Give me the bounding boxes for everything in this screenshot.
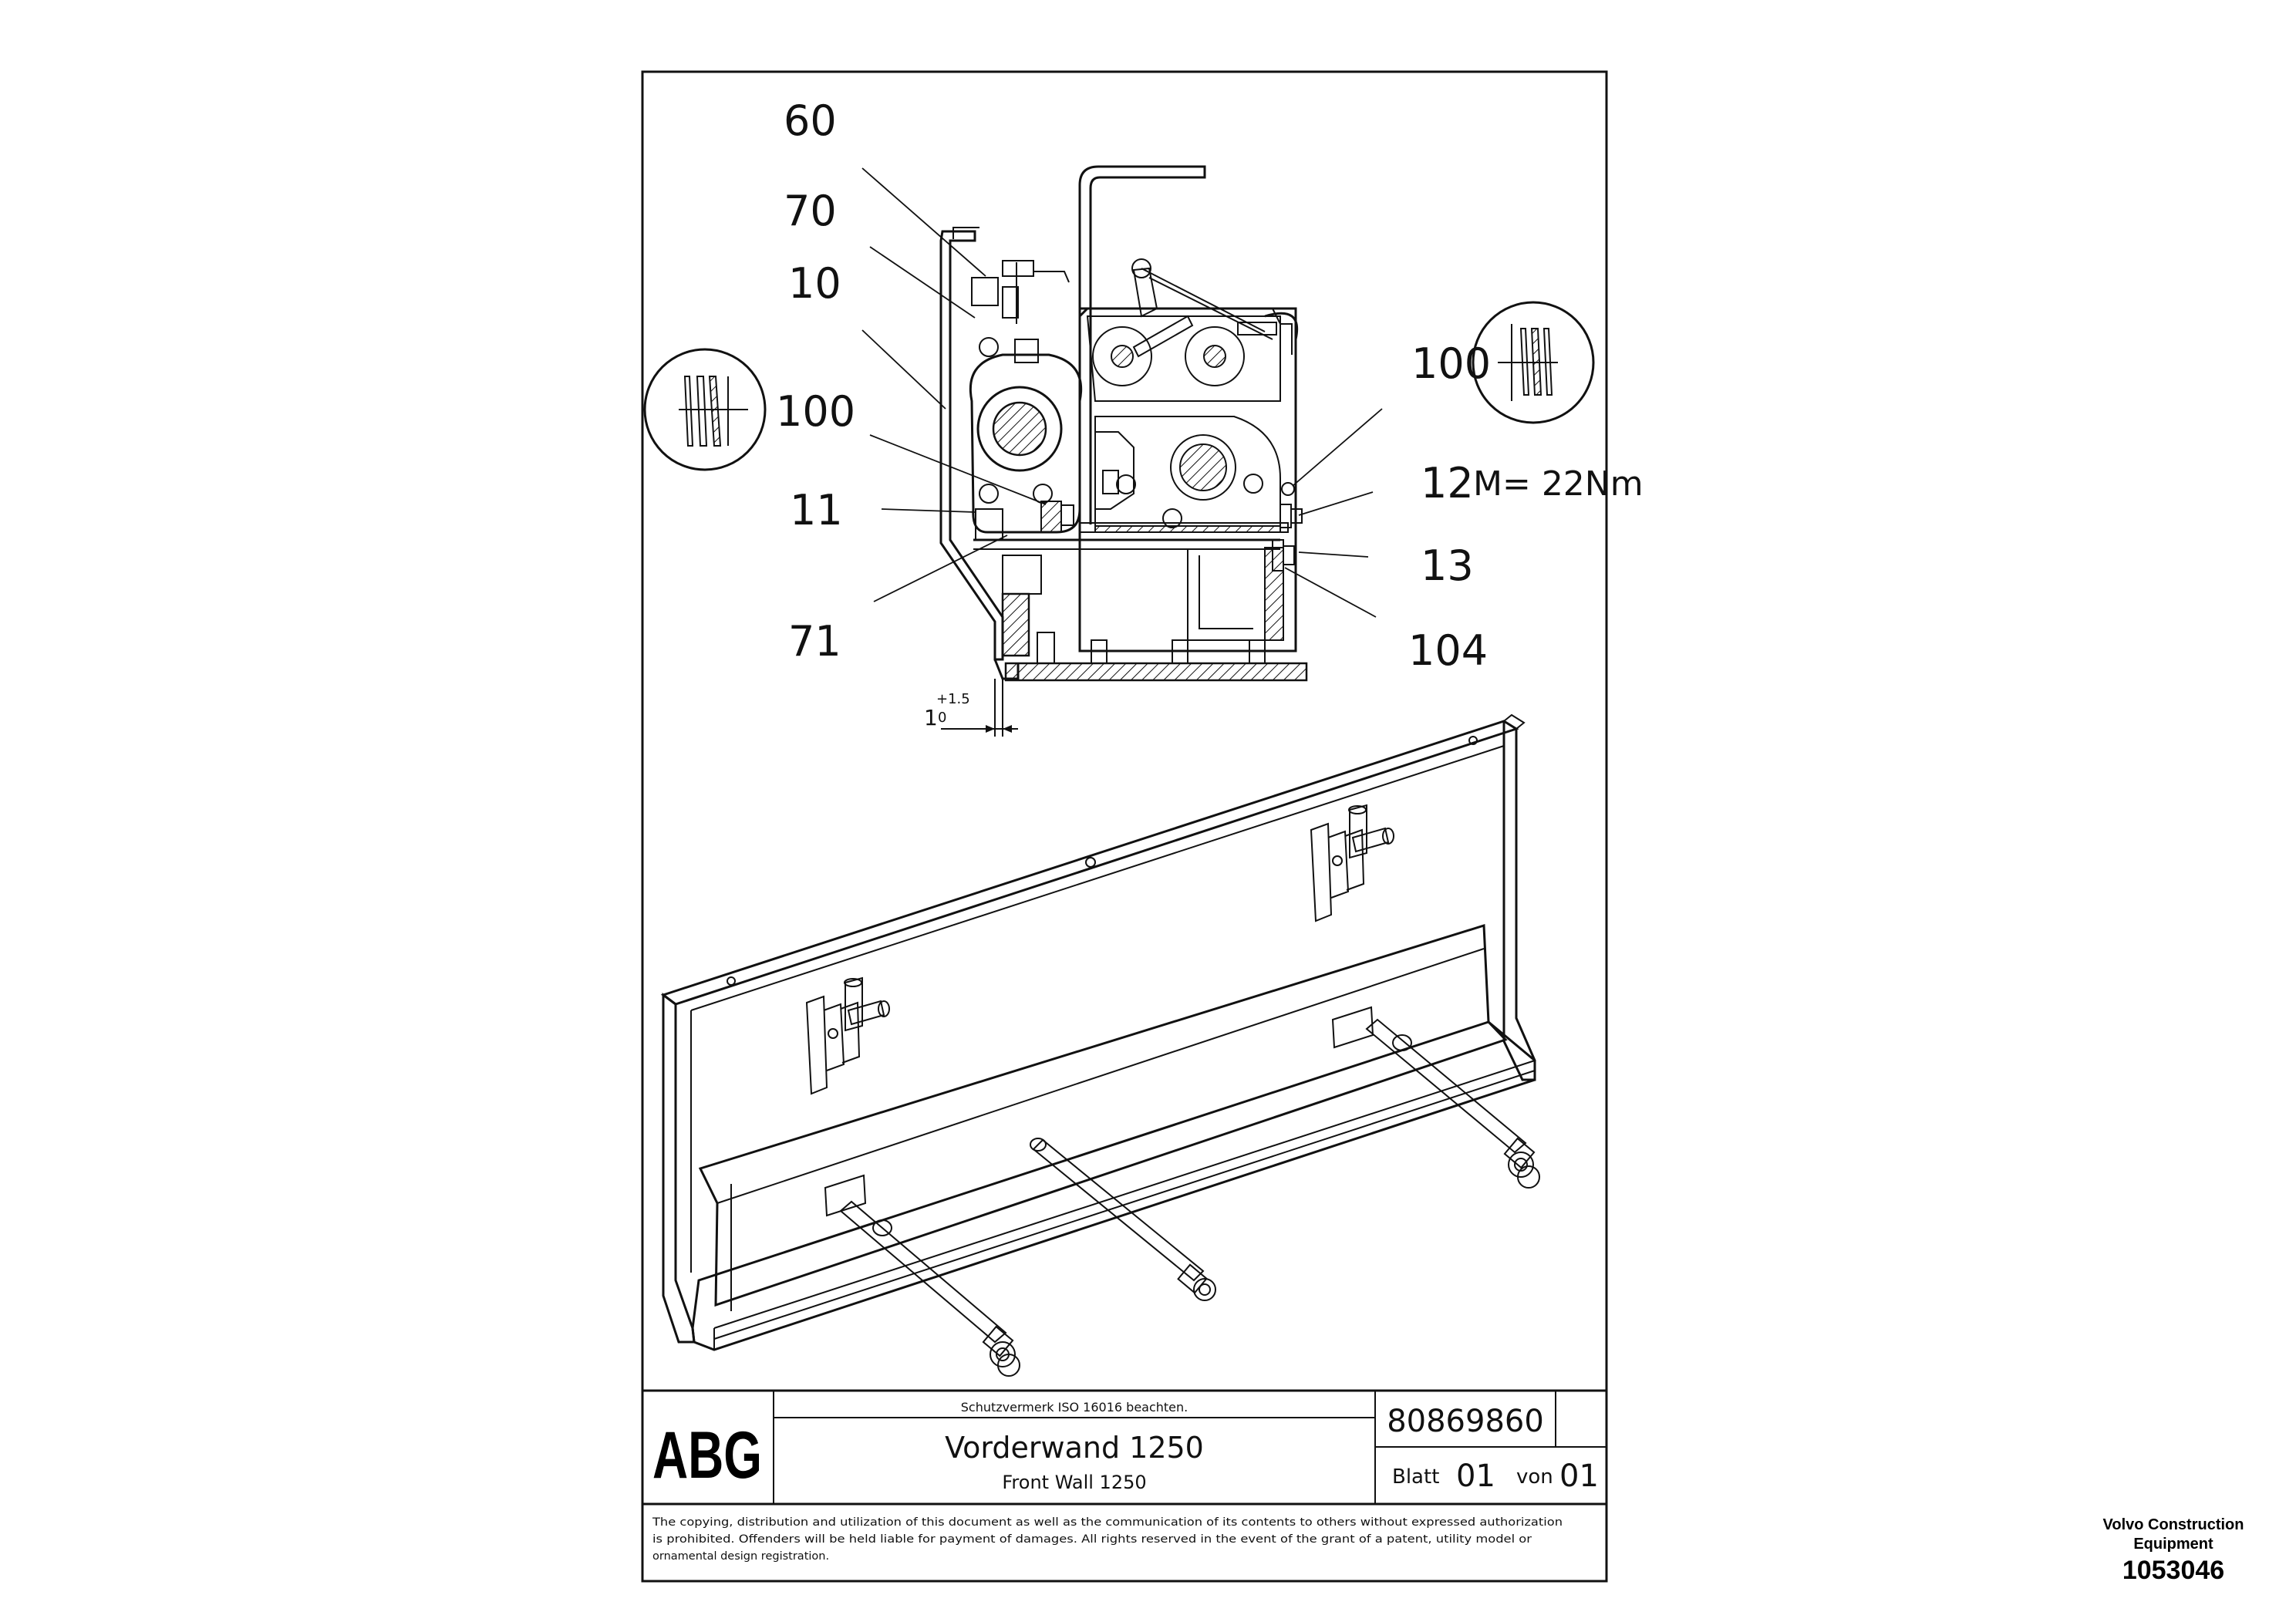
drawing-frame [641,70,1608,1583]
callout-70: 70 [784,187,837,235]
callout-100-right: 100 [1411,339,1491,388]
publisher-name-line-1: Volvo Construction [2103,1516,2244,1533]
of-label: von [1516,1465,1553,1489]
publisher-name-line-2: Equipment [2133,1536,2213,1553]
legal-notice-line-2: is prohibited. Offenders will be held li… [652,1533,1532,1546]
title-block [642,1389,1607,1506]
sheet-label: Blatt [1392,1465,1439,1489]
detail-circle-left [643,348,767,471]
sheet-total: 01 [1559,1458,1599,1494]
callout-104: 104 [1408,626,1488,675]
publisher-reference-number: 1053046 [2122,1556,2224,1585]
protection-note: Schutzvermerk ISO 16016 beachten. [961,1400,1188,1415]
callout-leaders [861,167,1383,618]
callout-71: 71 [788,617,841,666]
callout-12: 12 [1421,459,1474,508]
dimension-upper-tolerance: +1.5 [936,691,970,707]
abg-logo: ABG [652,1418,762,1492]
dimension-value: 1 [924,705,938,730]
callout-12-torque: M= 22Nm [1473,464,1644,504]
drawing-number: 80869860 [1387,1404,1544,1439]
callout-11: 11 [790,486,843,534]
detail-circle-right [1472,301,1595,424]
front-wall-isometric [660,713,1540,1377]
callout-60: 60 [784,96,837,145]
callout-100-left: 100 [776,387,855,436]
callout-13: 13 [1421,541,1474,590]
legal-notice-line-1: The copying, distribution and utilizatio… [652,1516,1563,1529]
cross-section-detail: 1 +1.5 0 [924,165,1308,737]
drawing-title-german: Vorderwand 1250 [945,1431,1204,1465]
callout-10: 10 [788,259,841,308]
drawing-title-english: Front Wall 1250 [1002,1472,1146,1493]
sheet-number: 01 [1456,1458,1495,1494]
legal-notice-line-3: ornamental design registration. [652,1550,829,1563]
dimension-lower-tolerance: 0 [938,710,946,726]
